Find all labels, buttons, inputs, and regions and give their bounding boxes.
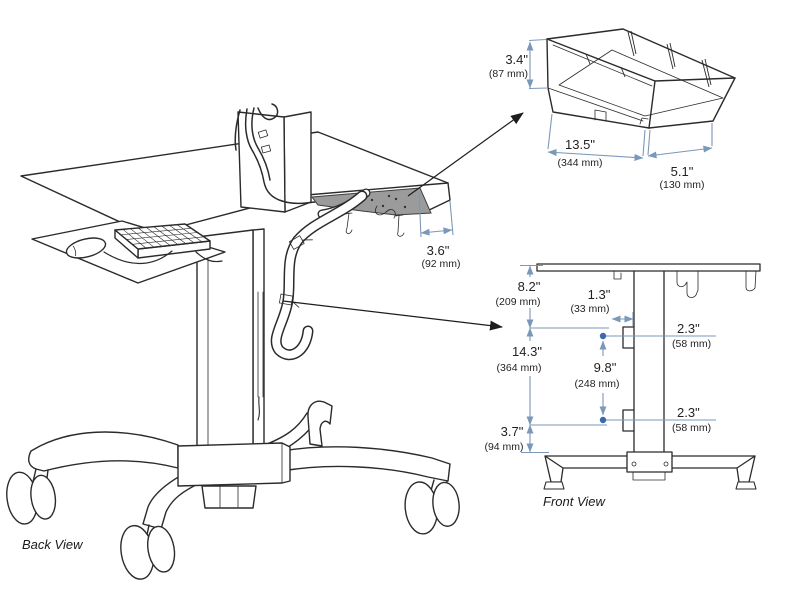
base-housing xyxy=(177,442,291,487)
front-view-label: Front View xyxy=(543,494,607,509)
worksurface xyxy=(20,131,449,236)
bin-divider-slots xyxy=(585,30,712,88)
coiled-cable xyxy=(375,205,396,219)
bin-rim xyxy=(546,38,736,129)
hanging-clip xyxy=(344,212,353,234)
front-view-drawing: 8.2" (209 mm) 14.3" (364 mm) 3.7" (94 mm… xyxy=(484,263,761,509)
bin-height-label-in: 3.4" xyxy=(505,52,528,67)
caster-right xyxy=(404,479,460,535)
bin-detail-drawing: 3.4" (87 mm) 13.5" (344 mm) 5.1" (130 mm… xyxy=(489,28,736,191)
dim-9-8-in: 9.8" xyxy=(594,360,617,375)
back-view-label: Back View xyxy=(22,537,84,552)
upper-mount-point xyxy=(599,332,607,340)
surface-depth-label-mm: (92 mm) xyxy=(421,258,460,270)
riser-cables xyxy=(234,103,316,205)
surface-depth-dimension: 3.6" (92 mm) xyxy=(418,191,461,270)
front-foot-left xyxy=(543,481,565,490)
dim-2-3-upper-mm: (58 mm) xyxy=(672,338,711,350)
front-tabletop xyxy=(536,263,761,272)
bin-inner-rim xyxy=(552,44,653,87)
bin-notch xyxy=(594,109,649,125)
worksurface-edge xyxy=(424,182,451,213)
bin-interior xyxy=(558,49,724,117)
cable-clip xyxy=(260,144,272,154)
bin-leader-arrow xyxy=(407,112,524,197)
front-foot-right xyxy=(735,481,757,490)
leg-right xyxy=(281,446,451,482)
keyboard-cable xyxy=(195,251,223,263)
cable-channel xyxy=(257,291,264,398)
cart-base xyxy=(6,400,460,580)
keyboard xyxy=(114,223,211,259)
caster-front-left xyxy=(120,524,176,580)
lower-mount-point xyxy=(599,416,607,424)
dim-1-3-mm: (33 mm) xyxy=(570,303,609,315)
bin-length-label-mm: (344 mm) xyxy=(558,157,603,169)
dim-8-2-in: 8.2" xyxy=(518,279,541,294)
dim-14-3-mm: (364 mm) xyxy=(497,362,542,374)
dim-2-3-upper-in: 2.3" xyxy=(677,321,700,336)
keyboard-tray xyxy=(31,220,226,284)
keyboard-keys xyxy=(120,224,204,249)
leg-back-right-bend xyxy=(307,400,333,447)
dim-3-7-in: 3.7" xyxy=(501,424,524,439)
hanging-clip xyxy=(394,214,405,237)
dim-9-8-mm: (248 mm) xyxy=(575,378,620,390)
dim-14-3-in: 14.3" xyxy=(512,344,542,359)
front-column xyxy=(633,270,665,454)
base-housing-lower xyxy=(201,485,257,509)
dim-1-3-in: 1.3" xyxy=(588,287,611,302)
bin-taper-crease xyxy=(547,87,644,122)
cable-clip xyxy=(257,129,269,139)
riser xyxy=(237,111,312,213)
lift-column xyxy=(196,228,265,449)
caster-left xyxy=(6,468,57,525)
mouse-cable xyxy=(103,250,173,264)
dim-8-2-mm: (209 mm) xyxy=(496,296,541,308)
front-view-leader-arrow xyxy=(282,300,503,331)
leg-left xyxy=(28,431,179,472)
bin-length-dimension: 13.5" (344 mm) xyxy=(547,113,646,169)
bin-height-label-mm: (87 mm) xyxy=(489,68,528,80)
under-surface-hooks xyxy=(613,270,757,298)
hose-clip xyxy=(288,235,313,250)
cable-hose xyxy=(270,190,368,361)
dim-2-3-lower-mm: (58 mm) xyxy=(672,422,711,434)
back-view-drawing: 3.6" (92 mm) Back View xyxy=(6,103,461,580)
dim-3-7-mm: (94 mm) xyxy=(484,441,523,453)
surface-depth-label-in: 3.6" xyxy=(427,243,450,258)
bin-length-label-in: 13.5" xyxy=(565,137,595,152)
bin-outline xyxy=(546,28,736,129)
bin-width-label-in: 5.1" xyxy=(671,164,694,179)
bin-width-label-mm: (130 mm) xyxy=(660,179,705,191)
front-view-dimensions: 8.2" (209 mm) 14.3" (364 mm) 3.7" (94 mm… xyxy=(484,264,716,454)
bin-height-dimension: 3.4" (87 mm) xyxy=(489,38,549,90)
cable-tail xyxy=(257,396,260,421)
bin-width-dimension: 5.1" (130 mm) xyxy=(647,123,713,191)
upper-mount-bracket xyxy=(622,326,635,349)
dim-2-3-lower-in: 2.3" xyxy=(677,405,700,420)
mouse xyxy=(65,237,107,259)
front-base xyxy=(543,451,757,490)
